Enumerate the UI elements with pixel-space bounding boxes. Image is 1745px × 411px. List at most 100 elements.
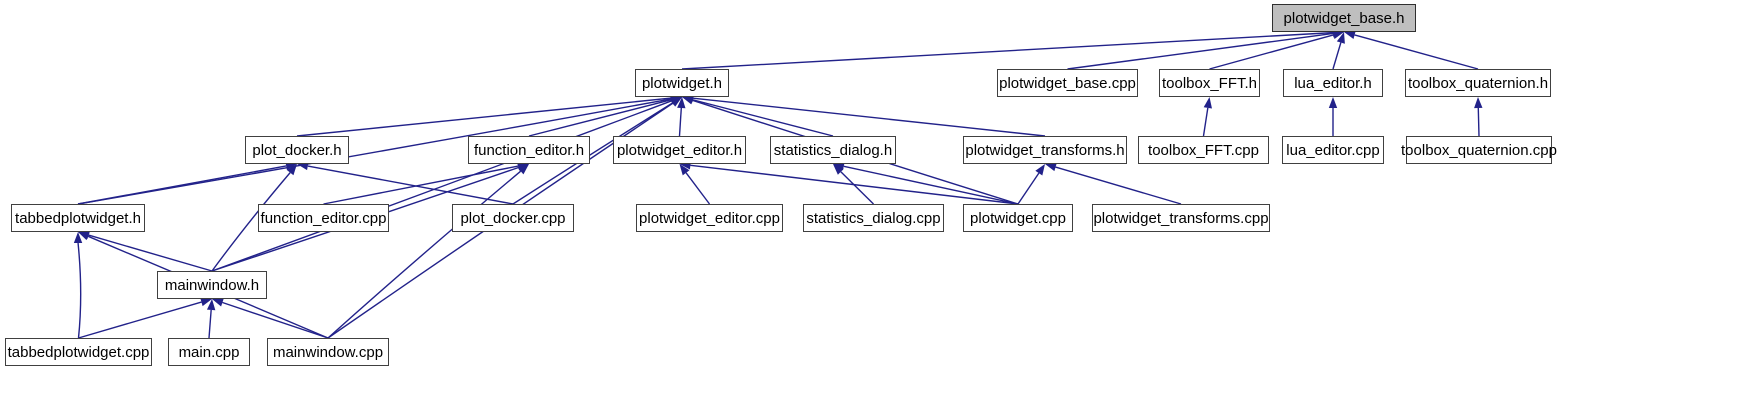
graph-edge-statistics_dialog_h-to-plotwidget_h [692,99,834,137]
graph-edge-arrowhead [212,298,224,307]
graph-node-mainwindow-h[interactable]: mainwindow.h [157,271,267,299]
graph-edge-arrowhead [1035,164,1045,176]
graph-edge-plotwidget_cpp-to-plotwidget_transforms_h [1017,172,1040,205]
graph-edge-plot_docker_h-to-plotwidget_h [296,97,672,137]
graph-edge-arrowhead [200,298,212,307]
graph-edge-arrowhead [833,164,844,175]
graph-edge-toolbox_fft_h-to-plotwidget_base_h [1209,34,1334,70]
graph-edge-arrowhead [1045,163,1057,172]
graph-edge-arrowhead [286,164,297,176]
graph-node-label: toolbox_FFT.cpp [1148,141,1259,159]
graph-node-label: plotwidget.h [641,74,723,92]
graph-node-toolbox-fft-h[interactable]: toolbox_FFT.h [1159,69,1260,97]
graph-node-label: function_editor.h [473,141,585,159]
graph-node-function-editor-cpp[interactable]: function_editor.cpp [258,204,389,232]
graph-node-statistics-dialog-cpp[interactable]: statistics_dialog.cpp [803,204,944,232]
graph-edge-toolbox_quaternion_cpp-to-toolbox_quaternion_h [1477,107,1480,137]
graph-edge-plotwidget_editor_h-to-plotwidget_h [678,107,682,137]
graph-node-label: plotwidget_transforms.cpp [1093,209,1269,227]
graph-node-label: plotwidget_transforms.h [965,141,1125,159]
graph-edge-mainwindow_cpp-to-function_editor_h [327,170,522,339]
graph-node-label: plot_docker.cpp [460,209,566,227]
graph-edge-function_editor_h-to-plotwidget_h [528,99,672,137]
graph-edge-arrowhead [682,96,694,105]
graph-node-tabbedplotwidget-cpp[interactable]: tabbedplotwidget.cpp [5,338,152,366]
graph-node-plot-docker-h[interactable]: plot_docker.h [245,136,349,164]
graph-node-plotwidget-transforms-h[interactable]: plotwidget_transforms.h [963,136,1127,164]
graph-edge-mainwindow_cpp-to-mainwindow_h [222,301,329,339]
graph-edge-main_cpp-to-mainwindow_h [208,309,212,339]
graph-node-toolbox-quaternion-cpp[interactable]: toolbox_quaternion.cpp [1401,136,1557,164]
graph-node-label: plotwidget.cpp [970,209,1066,227]
graph-node-label: tabbedplotwidget.cpp [7,343,150,361]
graph-edge-plotwidget_editor_cpp-to-plotwidget_editor_h [685,172,711,205]
graph-edge-arrowhead [517,163,529,172]
graph-node-label: mainwindow.h [164,276,260,294]
graph-node-plotwidget-editor-cpp[interactable]: plotwidget_editor.cpp [636,204,783,232]
graph-edge-arrowhead [73,232,83,244]
graph-node-plotwidget-transforms-cpp[interactable]: plotwidget_transforms.cpp [1092,204,1270,232]
graph-edge-arrowhead [1474,97,1483,109]
graph-edge-plotwidget_cpp-to-plotwidget_editor_h [690,164,1019,205]
graph-node-label: toolbox_quaternion.h [1407,74,1549,92]
graph-node-label: plotwidget_base.cpp [999,74,1136,92]
graph-edge-arrowhead [1332,30,1344,39]
graph-edge-tabbedplotwidget_cpp-to-mainwindow_h [78,301,202,339]
graph-edge-plotwidget_cpp-to-statistics_dialog_h [843,165,1019,205]
graph-node-mainwindow-cpp[interactable]: mainwindow.cpp [267,338,389,366]
graph-node-label: mainwindow.cpp [272,343,384,361]
graph-edge-toolbox_quaternion_h-to-plotwidget_base_h [1354,34,1479,70]
graph-edge-arrowhead [670,97,682,107]
graph-edge-arrowhead [1344,30,1356,39]
graph-edge-arrowhead [78,232,90,241]
graph-node-label: toolbox_FFT.h [1161,74,1258,92]
graph-edge-arrowhead [1203,97,1212,109]
graph-node-label: plotwidget_base.h [1283,9,1405,27]
graph-edge-arrowhead [206,299,216,311]
graph-edge-arrowhead [1328,97,1338,108]
graph-edge-arrowhead [78,231,90,240]
graph-node-plotwidget-h[interactable]: plotwidget.h [635,69,729,97]
graph-edge-plotwidget_h-to-plotwidget_base_h [681,31,1334,70]
graph-node-main-cpp[interactable]: main.cpp [168,338,250,366]
graph-node-function-editor-h[interactable]: function_editor.h [468,136,590,164]
graph-node-label: function_editor.cpp [260,209,387,227]
graph-edge-arrowhead [670,97,682,107]
graph-edge-plotwidget_transforms_cpp-to-plotwidget_transforms_h [1055,166,1182,205]
graph-node-toolbox-fft-cpp[interactable]: toolbox_FFT.cpp [1138,136,1269,164]
graph-node-label: tabbedplotwidget.h [15,209,141,227]
graph-edge-plot_docker_cpp-to-plot_docker_h [307,165,514,205]
graph-node-label: lua_editor.h [1294,74,1372,92]
graph-edge-mainwindow_h-to-plotwidget_h [211,100,672,272]
graph-node-plotwidget-editor-h[interactable]: plotwidget_editor.h [613,136,746,164]
graph-node-lua-editor-cpp[interactable]: lua_editor.cpp [1282,136,1384,164]
graph-node-label: main.cpp [178,343,240,361]
graph-node-label: plotwidget_editor.h [616,141,743,159]
graph-edge-arrowhead [670,96,682,105]
graph-node-tabbedplotwidget-h[interactable]: tabbedplotwidget.h [11,204,145,232]
graph-edge-function_editor_cpp-to-function_editor_h [323,165,519,205]
graph-edge-tabbedplotwidget_h-to-plot_docker_h [77,165,287,205]
graph-node-lua-editor-h[interactable]: lua_editor.h [1283,69,1383,97]
graph-edge-plotwidget_transforms_h-to-plotwidget_h [692,97,1046,137]
graph-node-plotwidget-base-cpp[interactable]: plotwidget_base.cpp [997,69,1138,97]
graph-edge-arrowhead [517,164,529,175]
graph-node-label: statistics_dialog.cpp [806,209,941,227]
graph-edge-arrowhead [677,97,686,109]
graph-node-label: plot_docker.h [252,141,342,159]
graph-edge-arrowhead [1336,32,1345,44]
graph-edge-arrowhead [679,164,690,176]
graph-node-label: lua_editor.cpp [1286,141,1380,159]
graph-edge-statistics_dialog_cpp-to-statistics_dialog_h [840,171,874,205]
graph-node-label: plotwidget_editor.cpp [639,209,780,227]
graph-node-toolbox-quaternion-h[interactable]: toolbox_quaternion.h [1405,69,1551,97]
graph-edge-tabbedplotwidget_cpp-to-tabbedplotwidget_h [77,242,82,339]
graph-node-plot-docker-cpp[interactable]: plot_docker.cpp [452,204,574,232]
graph-edge-toolbox_fft_cpp-to-toolbox_fft_h [1202,107,1209,137]
graph-node-label: statistics_dialog.h [773,141,893,159]
graph-node-statistics-dialog-h[interactable]: statistics_dialog.h [770,136,896,164]
graph-node-plotwidget-base-h[interactable]: plotwidget_base.h [1272,4,1416,32]
graph-node-plotwidget-cpp[interactable]: plotwidget.cpp [963,204,1073,232]
graph-edge-mainwindow_h-to-tabbedplotwidget_h [88,234,213,272]
